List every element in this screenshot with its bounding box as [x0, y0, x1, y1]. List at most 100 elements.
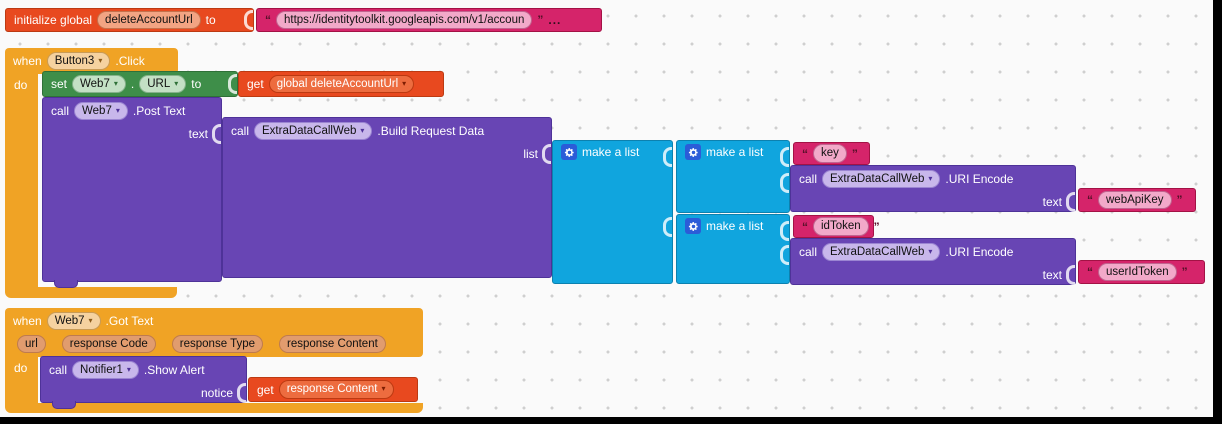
when-label: when	[13, 54, 42, 68]
block-text-key[interactable]: key	[793, 142, 870, 165]
component-dropdown-web7[interactable]: Web7	[72, 74, 126, 94]
block-text-url[interactable]: https://identitytoolkit.googleapis.com/v…	[256, 8, 602, 32]
blocks-canvas[interactable]: initialize global deleteAccountUrl to ht…	[0, 0, 1213, 417]
event-param-url[interactable]: url	[17, 334, 46, 354]
block-when-web7-gottext-do-arm[interactable]: do	[5, 357, 38, 403]
quote-mark	[1177, 193, 1183, 207]
input-socket	[780, 147, 789, 167]
text-value-field[interactable]: https://identitytoolkit.googleapis.com/v…	[276, 10, 533, 30]
block-call-notifier1-showalert[interactable]: call Notifier1 .Show Alert notice	[40, 356, 247, 409]
input-socket	[663, 217, 672, 237]
event-param-response-type[interactable]: response Type	[171, 334, 264, 354]
quote-mark	[874, 220, 880, 234]
variable-dropdown[interactable]: response Content	[278, 380, 394, 399]
variable-dropdown[interactable]: global deleteAccountUrl	[268, 74, 415, 94]
block-when-web7-gottext-footer[interactable]	[5, 403, 423, 413]
property-dropdown-url[interactable]: URL	[139, 74, 187, 94]
do-label: do	[14, 78, 28, 92]
get-label: get	[257, 382, 274, 397]
block-call-web7-posttext[interactable]: call Web7 .Post Text text	[42, 97, 222, 288]
call-label: call	[799, 245, 818, 259]
input-socket	[780, 221, 789, 241]
do-label: do	[14, 361, 28, 375]
component-dropdown-web7[interactable]: Web7	[74, 101, 128, 121]
input-socket	[780, 245, 789, 265]
block-set-web7-url[interactable]: set Web7 . URL to	[42, 71, 238, 97]
variable-name-field[interactable]: deleteAccountUrl	[97, 10, 201, 30]
event-param-response-code[interactable]: response Code	[61, 334, 156, 354]
input-socket	[228, 74, 237, 94]
block-call-buildrequestdata[interactable]: call ExtraDataCallWeb .Build Request Dat…	[222, 117, 552, 278]
method-label: .Show Alert	[143, 363, 205, 377]
quote-mark	[802, 147, 808, 161]
text-value-field[interactable]: userIdToken	[1098, 262, 1177, 282]
truncation-dots: ...	[548, 13, 562, 27]
block-call-uriencode-useridtoken[interactable]: call ExtraDataCallWeb .URI Encode text	[790, 238, 1076, 285]
input-socket	[1066, 265, 1075, 285]
component-dropdown-button3[interactable]: Button3	[46, 51, 111, 71]
block-get-global-deleteaccounturl[interactable]: get global deleteAccountUrl	[238, 71, 444, 97]
arg-label-text: text	[1042, 195, 1062, 209]
event-param-response-content[interactable]: response Content	[279, 334, 386, 354]
input-socket	[663, 147, 672, 167]
dot-label: .	[130, 77, 135, 91]
to-label: to	[205, 13, 216, 27]
block-make-a-list-idtoken[interactable]: make a list	[676, 214, 790, 284]
text-value-field[interactable]: key	[813, 144, 847, 163]
get-label: get	[247, 77, 264, 91]
quote-mark	[537, 13, 543, 27]
component-dropdown-notifier1[interactable]: Notifier1	[72, 360, 139, 380]
input-socket	[244, 10, 253, 30]
component-dropdown-extradatacallweb[interactable]: ExtraDataCallWeb	[254, 121, 373, 141]
block-initialize-global[interactable]: initialize global deleteAccountUrl to	[5, 8, 254, 32]
make-a-list-label: make a list	[582, 145, 640, 159]
method-label: .Post Text	[132, 104, 186, 118]
text-value-field[interactable]: idToken	[813, 217, 869, 236]
block-make-a-list-outer[interactable]: make a list	[552, 140, 673, 284]
mutator-gear-icon[interactable]	[561, 144, 577, 160]
block-when-button3-click-do-arm[interactable]: do	[5, 74, 38, 287]
mutator-gear-icon[interactable]	[685, 144, 701, 160]
input-socket	[780, 173, 789, 193]
quote-mark	[1087, 265, 1093, 279]
block-text-idtoken[interactable]: idToken	[793, 215, 874, 238]
block-text-useridtoken[interactable]: userIdToken	[1078, 260, 1205, 284]
block-get-response-content[interactable]: get response Content	[248, 377, 418, 402]
quote-mark	[1182, 265, 1188, 279]
input-socket	[212, 124, 221, 144]
block-text-webapikey[interactable]: webApiKey	[1078, 188, 1196, 212]
method-label: .URI Encode	[945, 172, 1014, 186]
method-label: .Build Request Data	[377, 124, 485, 138]
input-socket	[542, 144, 551, 164]
arg-label-text: text	[1042, 268, 1062, 282]
when-label: when	[13, 314, 42, 328]
block-when-button3-click-footer[interactable]	[5, 287, 177, 298]
set-label: set	[51, 77, 68, 91]
quote-mark	[802, 220, 808, 234]
event-label: .Click	[115, 54, 145, 68]
block-when-button3-click-header[interactable]: when Button3 .Click	[5, 48, 178, 74]
block-call-uriencode-webapikey[interactable]: call ExtraDataCallWeb .URI Encode text	[790, 165, 1076, 212]
make-a-list-label: make a list	[706, 219, 764, 233]
quote-mark	[265, 13, 271, 27]
call-label: call	[51, 104, 70, 118]
arg-label-text: text	[188, 127, 208, 141]
component-dropdown-extradatacallweb[interactable]: ExtraDataCallWeb	[822, 169, 941, 189]
initialize-global-label: initialize global	[14, 13, 93, 27]
quote-mark	[1087, 193, 1093, 207]
component-dropdown-extradatacallweb[interactable]: ExtraDataCallWeb	[822, 242, 941, 262]
event-label: .Got Text	[105, 314, 154, 328]
mutator-gear-icon[interactable]	[685, 218, 701, 234]
input-socket	[237, 383, 246, 403]
to-label: to	[191, 77, 202, 91]
quote-mark	[852, 147, 858, 161]
make-a-list-label: make a list	[706, 145, 764, 159]
text-value-field[interactable]: webApiKey	[1098, 190, 1172, 210]
block-when-web7-gottext-header[interactable]: when Web7 .Got Text url response Code re…	[5, 308, 423, 357]
component-dropdown-web7[interactable]: Web7	[46, 311, 101, 331]
arg-label-notice: notice	[200, 386, 233, 400]
call-label: call	[49, 363, 68, 377]
call-label: call	[799, 172, 818, 186]
block-make-a-list-key[interactable]: make a list	[676, 140, 790, 213]
